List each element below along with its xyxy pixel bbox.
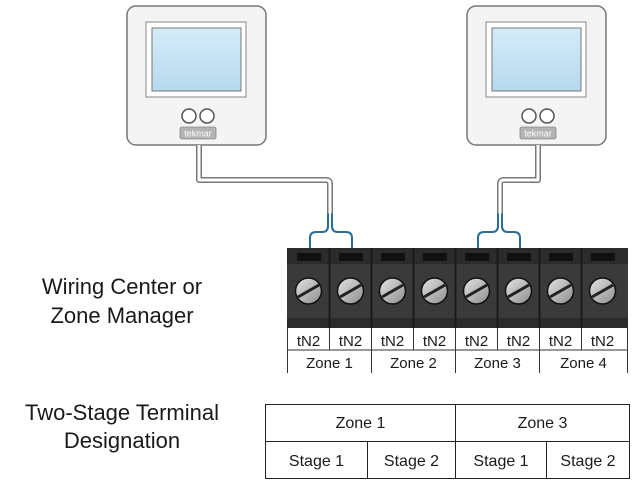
- designation-label-line1: Two-Stage Terminal: [25, 400, 219, 425]
- brand-logo: [519, 126, 557, 140]
- thermostat-screen: [151, 27, 242, 92]
- terminal-block: [287, 248, 628, 328]
- terminal-label: tN2: [465, 333, 488, 350]
- wire-right: [477, 213, 521, 249]
- terminal-label: tN2: [381, 333, 404, 350]
- terminal-label: tN2: [591, 333, 614, 350]
- terminal-screw: [336, 277, 365, 305]
- designation-stage-cell: Stage 1: [289, 453, 344, 470]
- designation-table: Zone 1 Zone 3 Stage 1 Stage 2 Stage 1 St…: [265, 404, 630, 479]
- wiring-center-label-line1: Wiring Center or: [42, 274, 202, 299]
- terminal-screw: [420, 277, 449, 305]
- designation-stage-cell: Stage 1: [473, 453, 528, 470]
- zone-label: Zone 3: [474, 355, 521, 372]
- thermostat-left: tekmar: [126, 5, 267, 146]
- thermostat-button: [539, 108, 555, 124]
- terminal-screw: [378, 277, 407, 305]
- terminal-label: tN2: [339, 333, 362, 350]
- thermostat-screen: [491, 27, 582, 92]
- terminal-label: tN2: [549, 333, 572, 350]
- brand-logo-text: tekmar: [184, 129, 212, 139]
- thermostat-button: [199, 108, 215, 124]
- terminal-screw: [504, 277, 533, 305]
- brand-logo: [179, 126, 217, 140]
- zone-label: Zone 2: [390, 355, 437, 372]
- brand-logo-text: tekmar: [524, 129, 552, 139]
- designation-zone-header: Zone 1: [336, 415, 386, 432]
- cable-left: [196, 145, 333, 215]
- cable-right: [497, 145, 541, 215]
- thermostat-right: tekmar: [466, 5, 607, 146]
- zone-label: Zone 1: [306, 355, 353, 372]
- terminal-label: tN2: [423, 333, 446, 350]
- wire-left: [309, 213, 353, 249]
- designation-zone-header: Zone 3: [518, 415, 568, 432]
- terminal-label: tN2: [507, 333, 530, 350]
- terminal-screw: [588, 277, 617, 305]
- thermostat-button: [521, 108, 537, 124]
- designation-stage-cell: Stage 2: [560, 453, 615, 470]
- zone-label: Zone 4: [560, 355, 607, 372]
- terminal-label-strip: tN2 tN2 tN2 tN2 tN2 tN2 tN2 tN2 Zone 1 Z…: [287, 328, 628, 373]
- wiring-center-label-line2: Zone Manager: [50, 303, 193, 328]
- thermostat-button: [181, 108, 197, 124]
- terminal-screw: [462, 277, 491, 305]
- terminal-label: tN2: [297, 333, 320, 350]
- designation-stage-cell: Stage 2: [384, 453, 439, 470]
- designation-label-line2: Designation: [64, 428, 180, 453]
- terminal-screw: [294, 277, 323, 305]
- terminal-screw: [546, 277, 575, 305]
